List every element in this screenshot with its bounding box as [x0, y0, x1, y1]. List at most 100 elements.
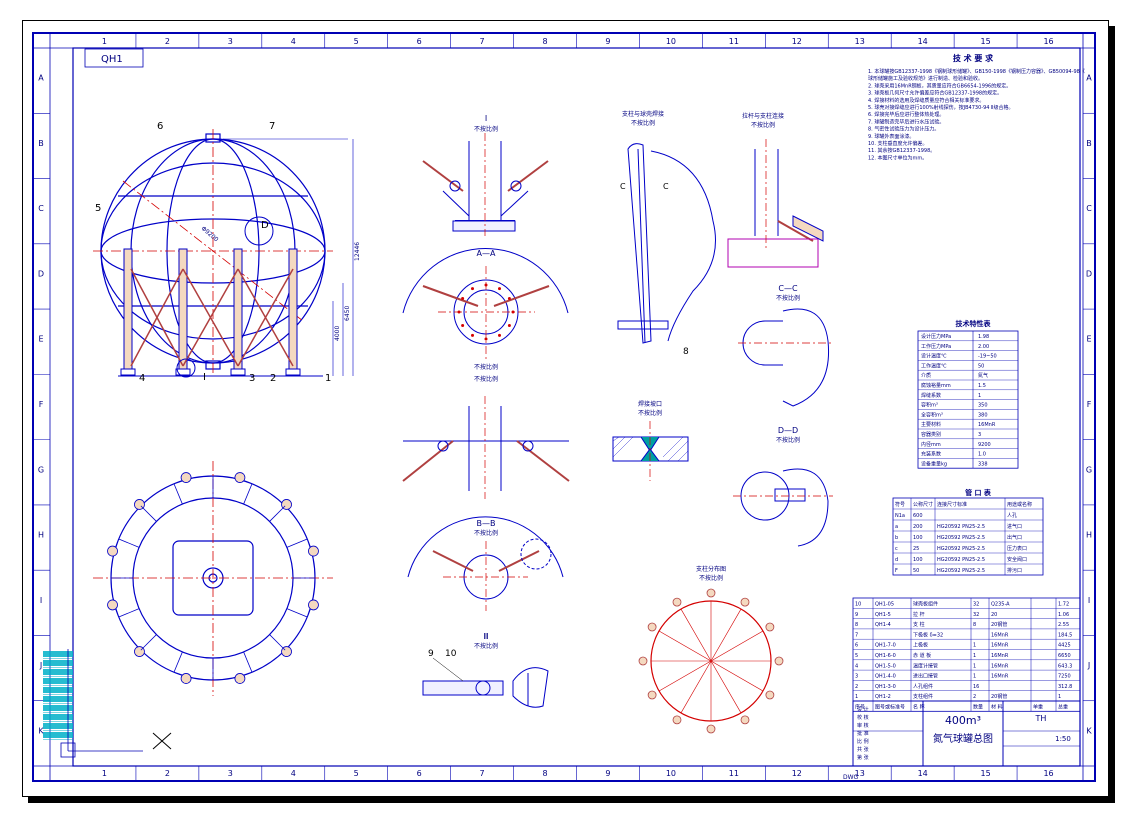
grid-row-label-right: G	[1086, 465, 1092, 474]
plan-column-mark	[308, 545, 319, 557]
detail-II: 不按比例	[402, 375, 570, 499]
bom-cell: 20钢管	[991, 693, 1007, 700]
layout-column-mark	[638, 656, 648, 666]
svg-text:拉杆与支柱连接: 拉杆与支柱连接	[742, 112, 784, 120]
tech-char-value: 50	[978, 363, 984, 369]
tech-req-line: 球形储罐施工及验收规范》进行制造、检验和验收。	[868, 75, 983, 82]
bom-cell: 名 称	[913, 704, 925, 711]
ucs-icon	[60, 649, 143, 758]
bom-cell: 6650	[1058, 653, 1071, 659]
bom-cell: Q235-A	[991, 602, 1010, 608]
grid-row-label: F	[39, 400, 44, 409]
layout-column-mark	[672, 715, 682, 725]
nozzle-cell: b	[895, 535, 898, 541]
svg-text:Ⅲ: Ⅲ	[483, 632, 489, 641]
svg-text:9: 9	[428, 649, 434, 659]
nozzle-cell: N1a	[895, 513, 905, 519]
grid-column-labels: 1122334455667788991010111112121313141415…	[102, 33, 1054, 781]
nozzle-header: 公称尺寸	[913, 501, 933, 508]
grid-col-label: 16	[1043, 37, 1053, 46]
bom-cell: QH1-5-0	[875, 663, 896, 669]
bom-cell: 2.55	[1058, 622, 1069, 628]
bom-cell: 184.5	[1058, 632, 1072, 638]
plan-column-mark	[308, 599, 319, 611]
drawing-title: 氮气球罐总图	[933, 732, 993, 745]
title-block-label: 第 张	[857, 754, 869, 761]
tech-char-value: 338	[978, 461, 988, 467]
grid-col-label: 3	[228, 37, 233, 46]
grid-col-label: 1	[102, 37, 107, 46]
grid-col-label: 10	[666, 37, 676, 46]
support-column	[178, 248, 188, 372]
tech-req-line: 10. 支柱垂直度允许偏差。	[868, 140, 928, 147]
support-column	[288, 248, 298, 372]
svg-text:10: 10	[445, 649, 457, 659]
section-C-C: C—C 不按比例	[738, 284, 833, 407]
layout-column-mark	[706, 588, 716, 598]
layer-legend	[43, 651, 73, 740]
sheet-code: QH1	[101, 54, 123, 65]
bom-cell: 1	[973, 643, 976, 649]
nozzle-header: 连接尺寸标准	[937, 501, 967, 508]
bom-cell: 人孔组件	[913, 683, 933, 690]
nozzle-cell: F	[895, 568, 898, 574]
bom-cell: QH1-4	[875, 622, 891, 628]
svg-text:C—C: C—C	[778, 284, 798, 293]
grid-row-label: D	[38, 269, 44, 278]
bom-cell: 温度计接管	[913, 662, 938, 669]
grid-row-label: I	[40, 596, 42, 605]
bom-cell: 1	[1058, 694, 1061, 700]
svg-text:不按比例: 不按比例	[751, 121, 775, 129]
bom-cell: 1.06	[1058, 612, 1069, 618]
nozzle-cell: 600	[913, 513, 923, 519]
nozzle-header: 用途或名称	[1007, 501, 1032, 508]
nozzle-cell: HG20592 PN25-2.5	[937, 557, 985, 563]
grid-col-label-bottom: 4	[291, 769, 296, 778]
grid-col-label-bottom: 13	[855, 769, 865, 778]
bom-cell: 进出口接管	[913, 673, 938, 680]
detail-weld: 焊接坡口 不按比例	[612, 400, 689, 481]
bom-cell: 材 料	[991, 704, 1003, 711]
tech-req-line: 5. 球壳对接焊缝应进行100%射线探伤，按JB4730-94 Ⅱ级合格。	[868, 104, 1014, 111]
svg-text:8: 8	[683, 347, 689, 357]
bom-cell: 图号或标准号	[875, 704, 905, 711]
tech-char-name: 工作温度℃	[921, 362, 947, 369]
callout-label: 6	[157, 121, 163, 132]
nozzle-cell: c	[895, 546, 898, 552]
bom-cell: QH1-7-0	[875, 643, 896, 649]
grid-row-label: G	[38, 465, 44, 474]
detail-support-shell: 支柱与球壳焊接 不按比例 C C 8	[617, 110, 716, 357]
tech-char-name: 内径mm	[921, 441, 941, 448]
nozzle-cell: 安全阀口	[1007, 556, 1027, 563]
bom-cell: 4	[855, 663, 858, 669]
tech-char-name: 容积m³	[921, 402, 938, 409]
bom-cell: 支柱组件	[913, 693, 933, 700]
tech-req-line: 12. 本图尺寸单位为mm。	[868, 154, 927, 161]
callout-label: 7	[269, 121, 275, 132]
grid-row-label-right: A	[1086, 74, 1092, 83]
bom-cell: 7250	[1058, 674, 1071, 680]
layout-column-mark	[672, 597, 682, 607]
grid-col-label-bottom: 5	[354, 769, 359, 778]
grid-col-label: 11	[729, 37, 739, 46]
title-block-label: 校 核	[857, 714, 869, 721]
svg-text:C: C	[620, 182, 626, 191]
svg-text:不按比例: 不按比例	[631, 119, 655, 127]
svg-text:12446: 12446	[354, 242, 361, 261]
nozzle-cell: 排污口	[1007, 567, 1022, 574]
plan-column-mark	[107, 599, 118, 611]
detail-rod-connection: 拉杆与支柱连接 不按比例	[727, 112, 824, 268]
title-block-label: 比 例	[857, 738, 869, 745]
tech-char-name: 工作压力MPa	[921, 343, 951, 350]
bom-cell: 1	[973, 653, 976, 659]
detail-I: Ⅰ 不按比例	[422, 114, 549, 236]
layout-column-mark	[706, 724, 716, 734]
svg-text:不按比例: 不按比例	[474, 375, 498, 383]
grid-col-label: 15	[981, 37, 991, 46]
svg-text:不按比例: 不按比例	[776, 294, 800, 302]
layout-column-mark	[765, 622, 775, 632]
tech-req-line: 11. 其余按GB12337-1998。	[868, 147, 935, 154]
bom-cell: 20	[991, 612, 997, 618]
tech-char-value: 1	[978, 393, 981, 399]
sheet-code-box	[84, 48, 144, 68]
